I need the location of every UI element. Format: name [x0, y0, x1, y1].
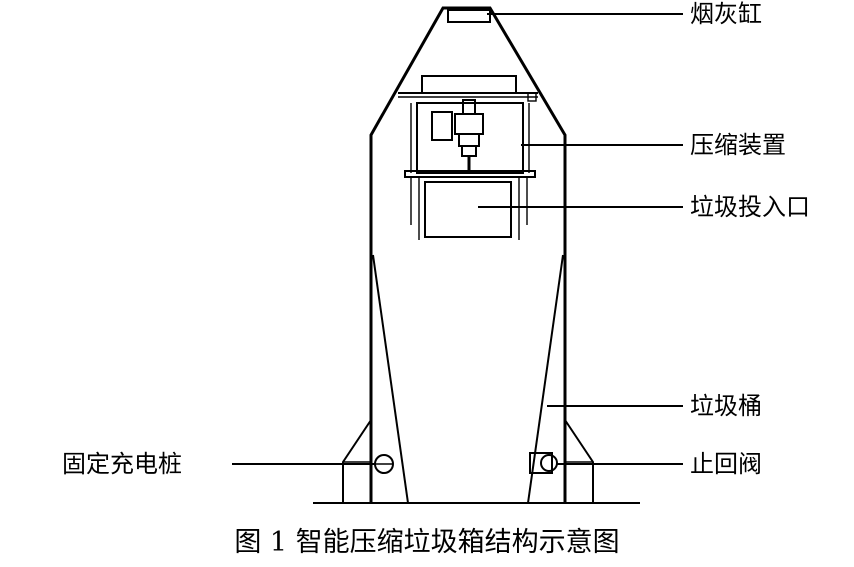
bin-outer-body: [369, 6, 567, 503]
ashtray-shape: [447, 9, 491, 23]
label-bin: 垃圾桶: [690, 392, 762, 420]
charging-post-shape: [374, 454, 394, 474]
label-compressor: 压缩装置: [690, 131, 786, 159]
label-inlet: 垃圾投入口: [690, 193, 810, 221]
label-ashtray: 烟灰缸: [690, 0, 762, 28]
label-charging-post: 固定充电桩: [62, 450, 182, 478]
right-base-bracket: [564, 419, 594, 503]
compression-plate: [404, 170, 536, 240]
inlet-opening: [424, 181, 512, 238]
figure-caption: 图 1 智能压缩垃圾箱结构示意图: [234, 527, 619, 558]
left-base-bracket: [342, 419, 372, 503]
inner-bin: [372, 254, 564, 504]
label-check-valve: 止回阀: [690, 450, 762, 478]
compression-device: [410, 99, 530, 174]
top-plate: [398, 75, 538, 102]
